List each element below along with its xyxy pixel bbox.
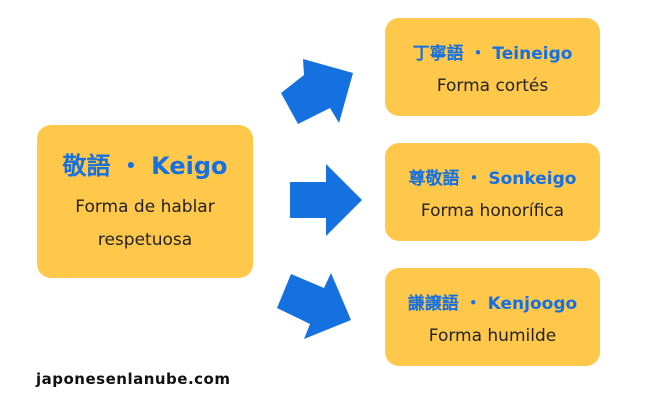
arrow-right-icon <box>290 164 362 236</box>
kenjoogo-box: 謙譲語 ・ Kenjoogo Forma humilde <box>385 268 600 366</box>
teineigo-box: 丁寧語 ・ Teineigo Forma cortés <box>385 18 600 116</box>
sonkeigo-box: 尊敬語 ・ Sonkeigo Forma honorífica <box>385 143 600 241</box>
keigo-box: 敬語 ・ Keigo Forma de hablar respetuosa <box>37 125 253 278</box>
site-footer: japonesenlanube.com <box>36 370 231 388</box>
kenjoogo-title: 謙譲語 ・ Kenjoogo <box>407 293 578 314</box>
kenjoogo-desc: Forma humilde <box>428 325 557 346</box>
sonkeigo-desc: Forma honorífica <box>420 200 565 221</box>
sonkeigo-title: 尊敬語 ・ Sonkeigo <box>408 168 577 189</box>
teineigo-title: 丁寧語 ・ Teineigo <box>412 43 573 64</box>
arrow-up-right-icon <box>281 59 353 124</box>
keigo-title: 敬語 ・ Keigo <box>62 152 228 180</box>
keigo-desc-line1: Forma de hablar <box>75 197 215 217</box>
teineigo-desc: Forma cortés <box>436 75 549 96</box>
keigo-desc-line2: respetuosa <box>97 230 193 250</box>
arrow-down-right-icon <box>277 273 351 339</box>
